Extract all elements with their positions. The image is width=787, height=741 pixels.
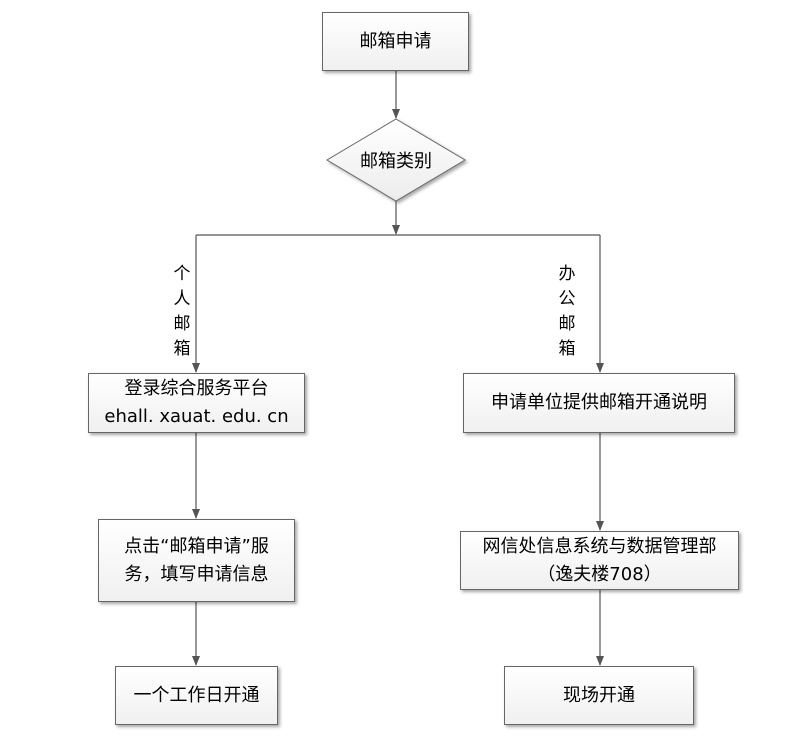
branch-label-char: 邮 — [558, 314, 576, 334]
branch-label-char: 人 — [173, 289, 191, 309]
personal-step-apply: 点击“邮箱申请”服 务，填写申请信息 — [98, 519, 295, 602]
branch-label-char: 办 — [558, 264, 576, 284]
step-text-line1: 登录综合服务平台 — [124, 378, 269, 399]
branch-label-office: 办 公 邮 箱 — [557, 262, 577, 362]
start-box: 邮箱申请 — [322, 12, 469, 71]
step-text-line1: 网信处信息系统与数据管理部 — [482, 535, 717, 557]
personal-step-open: 一个工作日开通 — [115, 666, 278, 725]
branch-label-char: 个 — [173, 264, 191, 284]
start-box-label: 邮箱申请 — [359, 30, 432, 52]
step-text-line2: 务，填写申请信息 — [124, 563, 269, 585]
step-text-line1: 点击“邮箱申请”服 — [124, 535, 269, 557]
step-text-line2: ehall. xauat. edu. cn — [104, 406, 289, 427]
step-text-line1: 一个工作日开通 — [133, 684, 260, 706]
step-text-line2: （逸夫楼708） — [537, 563, 662, 585]
office-step-onsite: 现场开通 — [504, 666, 694, 725]
decision-label: 邮箱类别 — [360, 151, 432, 172]
branch-label-char: 公 — [558, 289, 576, 309]
office-step-provide: 申请单位提供邮箱开通说明 — [463, 373, 735, 433]
personal-step-login: 登录综合服务平台 ehall. xauat. edu. cn — [88, 373, 305, 433]
branch-label-personal: 个 人 邮 箱 — [172, 262, 192, 362]
step-text-line1: 现场开通 — [563, 684, 635, 706]
branch-label-char: 箱 — [173, 339, 191, 359]
branch-label-char: 箱 — [558, 339, 576, 359]
step-text-line1: 申请单位提供邮箱开通说明 — [491, 392, 707, 413]
branch-label-char: 邮 — [173, 314, 191, 334]
office-step-department: 网信处信息系统与数据管理部 （逸夫楼708） — [460, 531, 739, 590]
